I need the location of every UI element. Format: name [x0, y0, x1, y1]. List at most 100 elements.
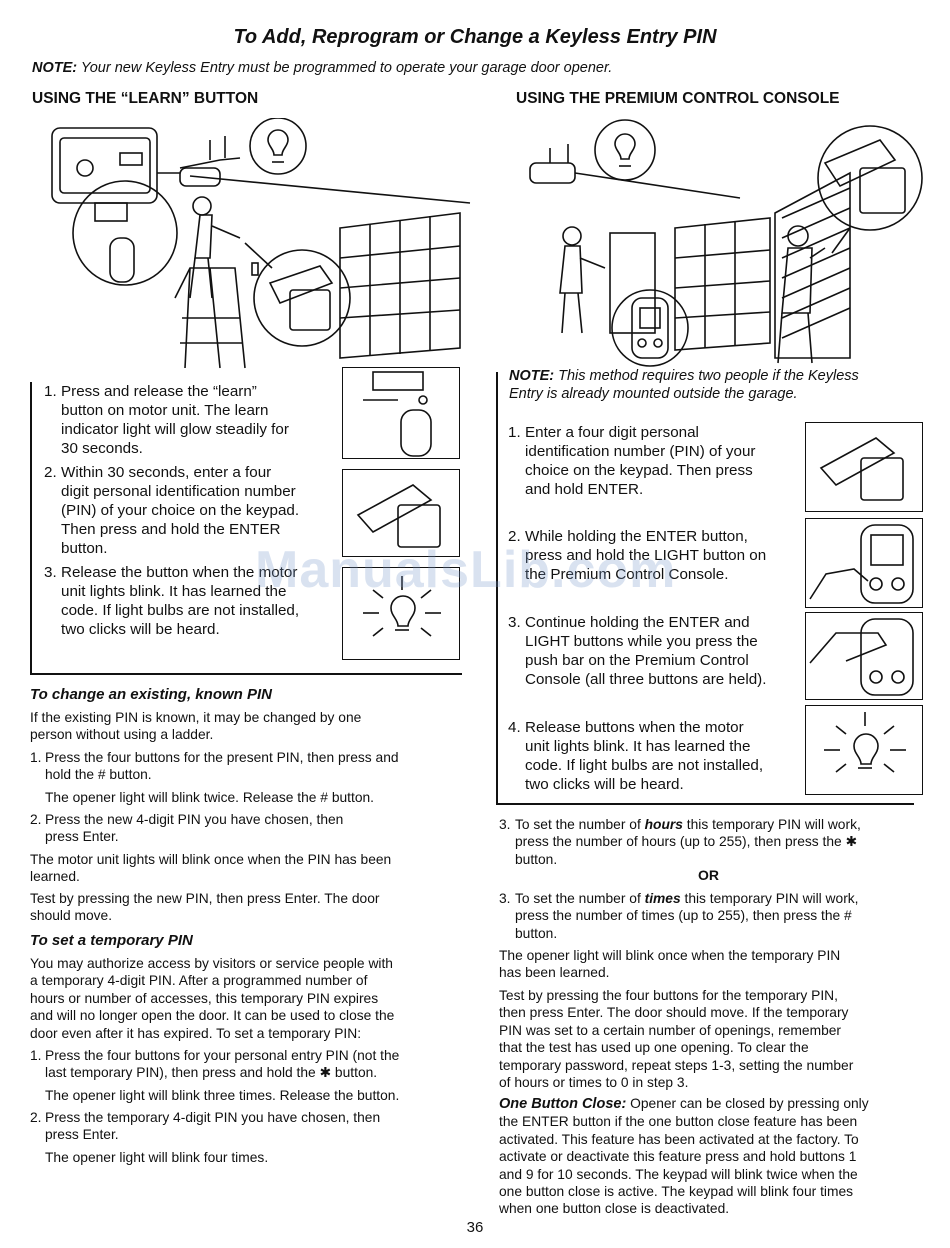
step-number: 3. — [44, 564, 57, 581]
temp-pin-heading: To set a temporary PIN — [30, 932, 193, 949]
step-line: code. If light bulbs are not installed, — [61, 602, 300, 619]
text-line: The opener light will blink twice. Relea… — [45, 789, 375, 805]
emphasis: times — [644, 891, 681, 906]
left-steps-rule — [30, 382, 32, 674]
step-line: press and hold the LIGHT button on — [525, 547, 767, 564]
text-line: hours or number of accesses, this tempor… — [30, 990, 379, 1006]
right-steps-rule — [496, 372, 498, 804]
learn-button-press-icon — [363, 371, 432, 457]
step-number: 4. — [508, 719, 521, 736]
text-line: has been learned. — [499, 965, 610, 981]
temp-pin-step-2: 2.Press the temporary 4-digit PIN you ha… — [30, 1109, 462, 1166]
console-step-1: 1.Enter a four digit personal identifica… — [508, 423, 798, 499]
text-line: Test by pressing the new PIN, then press… — [30, 891, 380, 906]
bulb-figure — [342, 567, 460, 660]
blinking-bulb-icon — [824, 712, 906, 773]
text-line: a temporary 4-digit PIN. After a program… — [30, 973, 368, 989]
emphasis: hours — [644, 817, 683, 832]
console-inset — [611, 289, 689, 367]
text-line: press the number of times (up to 255), t… — [515, 908, 852, 924]
step-number: 2. — [30, 812, 42, 827]
text-line: activate or deactivate this feature pres… — [499, 1149, 857, 1165]
text-line: The opener light will blink three times.… — [45, 1087, 400, 1103]
text-line: PIN was set to a certain number of openi… — [499, 1022, 842, 1038]
step-line: (PIN) of your choice on the keypad. — [61, 502, 300, 519]
step-line: Enter a four digit personal — [525, 424, 699, 441]
text-line: hold the # button. — [45, 767, 152, 783]
step-line: While holding the ENTER button, — [525, 528, 748, 545]
text-line: that the test has used up one opening. T… — [499, 1040, 809, 1056]
text-line: press the number of hours (up to 255), t… — [515, 834, 858, 850]
console-push-bar-figure — [805, 612, 923, 700]
temp-pin-step-1: 1.Press the four buttons for your person… — [30, 1047, 462, 1104]
learn-button-garage-illustration — [51, 118, 471, 369]
bulb-inset — [249, 118, 307, 175]
one-button-close-label: One Button Close: — [499, 1096, 627, 1112]
text-line: The opener light will blink four times. — [45, 1149, 269, 1165]
learn-button-figure — [342, 367, 460, 459]
text-line: temporary password, repeat steps 1-3, se… — [499, 1057, 854, 1073]
keypad-icon — [819, 437, 904, 501]
step-number: 2. — [44, 464, 57, 481]
step-line: Within 30 seconds, enter a four — [61, 464, 272, 481]
one-button-close: One Button Close: Opener can be closed b… — [499, 1095, 924, 1218]
temp-pin-blink: The opener light will blink once when th… — [499, 947, 919, 982]
left-steps-bottom-rule — [30, 673, 462, 675]
text-line: You may authorize access by visitors or … — [30, 956, 393, 971]
change-pin-step-1: 1.Press the four buttons for the present… — [30, 749, 460, 806]
step-number: 1. — [508, 424, 521, 441]
text-line: Press the four buttons for your personal… — [45, 1048, 400, 1063]
step-line: identification number (PIN) of your — [525, 443, 756, 460]
text-line: press Enter. — [45, 1127, 119, 1143]
step-line: choice on the keypad. Then press — [525, 462, 753, 479]
text-line: Press the new 4-digit PIN you have chose… — [45, 812, 344, 827]
step-line: two clicks will be heard. — [61, 621, 220, 638]
garage-door — [674, 217, 771, 351]
text-line: learned. — [30, 869, 80, 885]
console-push-bar-icon — [809, 618, 914, 696]
step-line: indicator light will glow steadily for — [61, 421, 289, 438]
step-number: 3. — [499, 817, 511, 832]
step-line: Continue holding the ENTER and — [525, 614, 750, 631]
note-label: NOTE: — [509, 368, 555, 384]
or-label: OR — [698, 867, 719, 883]
console-light-press-icon — [809, 524, 914, 604]
text-line: button. — [515, 851, 558, 867]
step-number: 1. — [44, 383, 57, 400]
learn-button-heading: USING THE “LEARN” BUTTON — [32, 90, 259, 107]
garage-door — [339, 212, 461, 359]
text-line: and will no longer open the door. It can… — [30, 1008, 395, 1024]
text-line: Press the temporary 4-digit PIN you have… — [45, 1110, 381, 1125]
step-number: 2. — [508, 528, 521, 545]
step-number: 1. — [30, 750, 42, 765]
keypad-inset — [253, 249, 351, 347]
learn-step-3: 3.Release the button when the motor unit… — [44, 563, 334, 639]
text-line: door even after it has expired. To set a… — [30, 1025, 362, 1041]
keypad-icon — [356, 484, 441, 548]
step-line: the Premium Control Console. — [525, 566, 729, 583]
right-steps-bottom-rule — [496, 803, 914, 805]
watermark: ManualsLib.com — [255, 541, 677, 599]
change-pin-step-2: 2.Press the new 4-digit PIN you have cho… — [30, 811, 460, 846]
step-number: 3. — [499, 891, 511, 906]
page-number: 36 — [466, 1219, 484, 1236]
console-bulb-figure — [805, 705, 923, 795]
step-number: 2. — [30, 1110, 42, 1125]
text-line: The motor unit lights will blink once wh… — [30, 852, 392, 867]
note-text: Your new Keyless Entry must be programme… — [77, 60, 613, 76]
text-line: To set the number of — [515, 891, 645, 906]
step-line: Release the button when the motor — [61, 564, 298, 581]
console-light-figure — [805, 518, 923, 608]
temp-pin-test: Test by pressing the four buttons for th… — [499, 987, 919, 1091]
step-line: push bar on the Premium Control — [525, 652, 749, 669]
step-line: unit lights blink. It has learned the — [525, 738, 751, 755]
step-line: button on motor unit. The learn — [61, 402, 269, 419]
console-keypad-figure — [805, 422, 923, 512]
text-line: one button close is active. The keypad w… — [499, 1184, 854, 1200]
step-line: digit personal identification number — [61, 483, 296, 500]
step-line: button. — [61, 540, 108, 557]
premium-console-heading: USING THE PREMIUM CONTROL CONSOLE — [516, 90, 840, 107]
text-line: when one button close is deactivated. — [499, 1201, 730, 1217]
text-line: To set the number of — [515, 817, 645, 832]
console-step-2: 2.While holding the ENTER button, press … — [508, 527, 798, 584]
